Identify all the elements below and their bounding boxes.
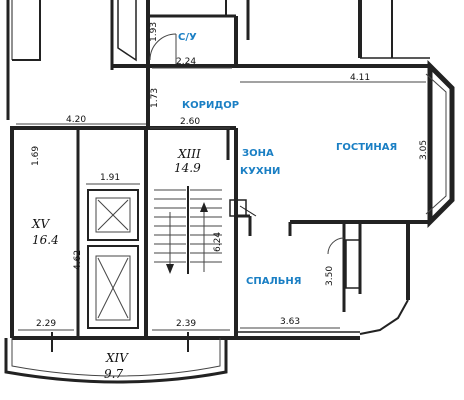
dim-624: 6.24 bbox=[213, 232, 223, 252]
dim-173: 1.73 bbox=[150, 88, 160, 108]
dim-224: 2.24 bbox=[176, 57, 196, 67]
dim-363: 3.63 bbox=[280, 317, 300, 327]
room-bathroom-label: С/У bbox=[178, 32, 197, 43]
room-bedroom-label: СПАЛЬНЯ bbox=[246, 276, 301, 287]
dim-420: 4.20 bbox=[66, 115, 86, 125]
label-xiii-area: 14.9 bbox=[174, 161, 201, 175]
room-kitchen-label-1: ЗОНА bbox=[242, 148, 274, 159]
dim-462: 4.62 bbox=[73, 250, 83, 270]
walls bbox=[4, 0, 455, 384]
dim-260: 2.60 bbox=[180, 117, 200, 127]
room-living-label: ГОСТИНАЯ bbox=[336, 142, 397, 153]
dim-229: 2.29 bbox=[36, 319, 56, 329]
dim-239: 2.39 bbox=[176, 319, 196, 329]
elevators bbox=[87, 189, 139, 329]
label-xv: XV bbox=[31, 217, 51, 231]
label-xv-area: 16.4 bbox=[32, 233, 59, 247]
stair-arrows bbox=[166, 202, 208, 274]
staircase bbox=[154, 186, 222, 274]
room-corridor-label: КОРИДОР bbox=[182, 100, 239, 111]
room-kitchen-label-2: КУХНИ bbox=[240, 166, 280, 177]
dimension-lines bbox=[16, 67, 426, 331]
label-xiv: XIV bbox=[105, 351, 129, 365]
dim-350: 3.50 bbox=[325, 266, 335, 286]
dim-411: 4.11 bbox=[350, 73, 370, 83]
label-xiii: XIII bbox=[177, 147, 201, 161]
dim-191: 1.91 bbox=[100, 173, 120, 183]
dim-193: 1.93 bbox=[149, 22, 159, 42]
label-xiv-area: 9.7 bbox=[104, 367, 123, 381]
dim-169: 1.69 bbox=[31, 146, 41, 166]
dim-305: 3.05 bbox=[419, 140, 429, 160]
